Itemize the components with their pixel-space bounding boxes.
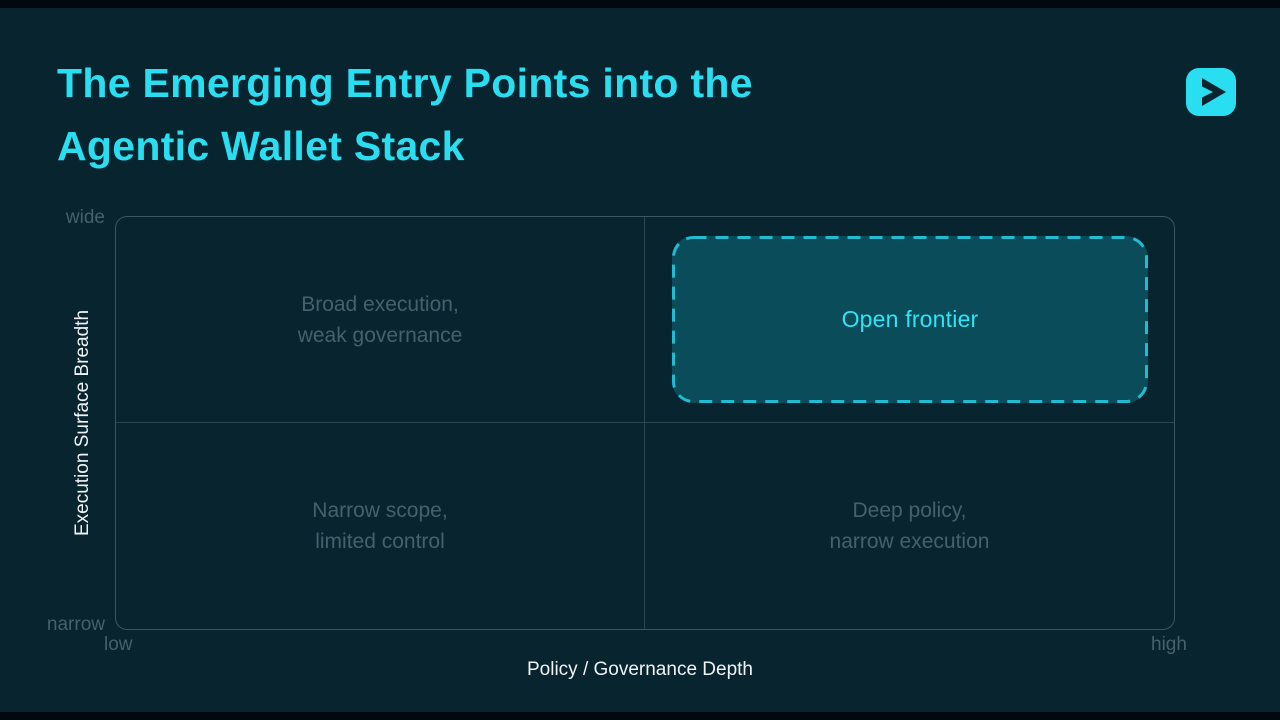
- quadrant-matrix: Broad execution, weak governance Open fr…: [115, 216, 1175, 630]
- quadrant-label-line-2: limited control: [315, 530, 445, 553]
- quadrant-label: Broad execution, weak governance: [298, 289, 463, 351]
- chevron-right-icon: [1202, 78, 1226, 106]
- x-axis-min-label: low: [104, 634, 133, 655]
- title-line-1: The Emerging Entry Points into the: [57, 60, 753, 106]
- quadrant-bottom-left: Narrow scope, limited control: [116, 423, 645, 629]
- brand-logo: [1186, 68, 1236, 116]
- y-axis-title: Execution Surface Breadth: [72, 309, 93, 537]
- quadrant-label-line-1: Deep policy,: [852, 499, 967, 522]
- y-axis-min-label: narrow: [46, 614, 105, 635]
- quadrant-top-left: Broad execution, weak governance: [116, 217, 645, 423]
- quadrant-label: Narrow scope, limited control: [312, 495, 447, 557]
- x-axis-title: Policy / Governance Depth: [526, 659, 753, 680]
- quadrant-label-line-2: narrow execution: [829, 530, 990, 553]
- page-title: The Emerging Entry Points into the Agent…: [57, 52, 753, 178]
- x-axis-max-label: high: [1151, 634, 1187, 655]
- quadrant-label-line-1: Narrow scope,: [312, 499, 448, 522]
- quadrant-bottom-right: Deep policy, narrow execution: [645, 423, 1174, 629]
- quadrant-label: Deep policy, narrow execution: [830, 495, 990, 557]
- quadrant-label-line-2: weak governance: [297, 323, 463, 347]
- quadrant-top-right: Open frontier: [645, 217, 1174, 423]
- quadrant-label-line-1: Broad execution,: [301, 292, 459, 316]
- open-frontier-label: Open frontier: [841, 306, 979, 332]
- dashed-border: [672, 236, 1148, 403]
- open-frontier-box: Open frontier: [672, 236, 1148, 403]
- title-line-2: Agentic Wallet Stack: [57, 123, 465, 169]
- y-axis-max-label: wide: [65, 207, 105, 228]
- slide: The Emerging Entry Points into the Agent…: [0, 8, 1280, 712]
